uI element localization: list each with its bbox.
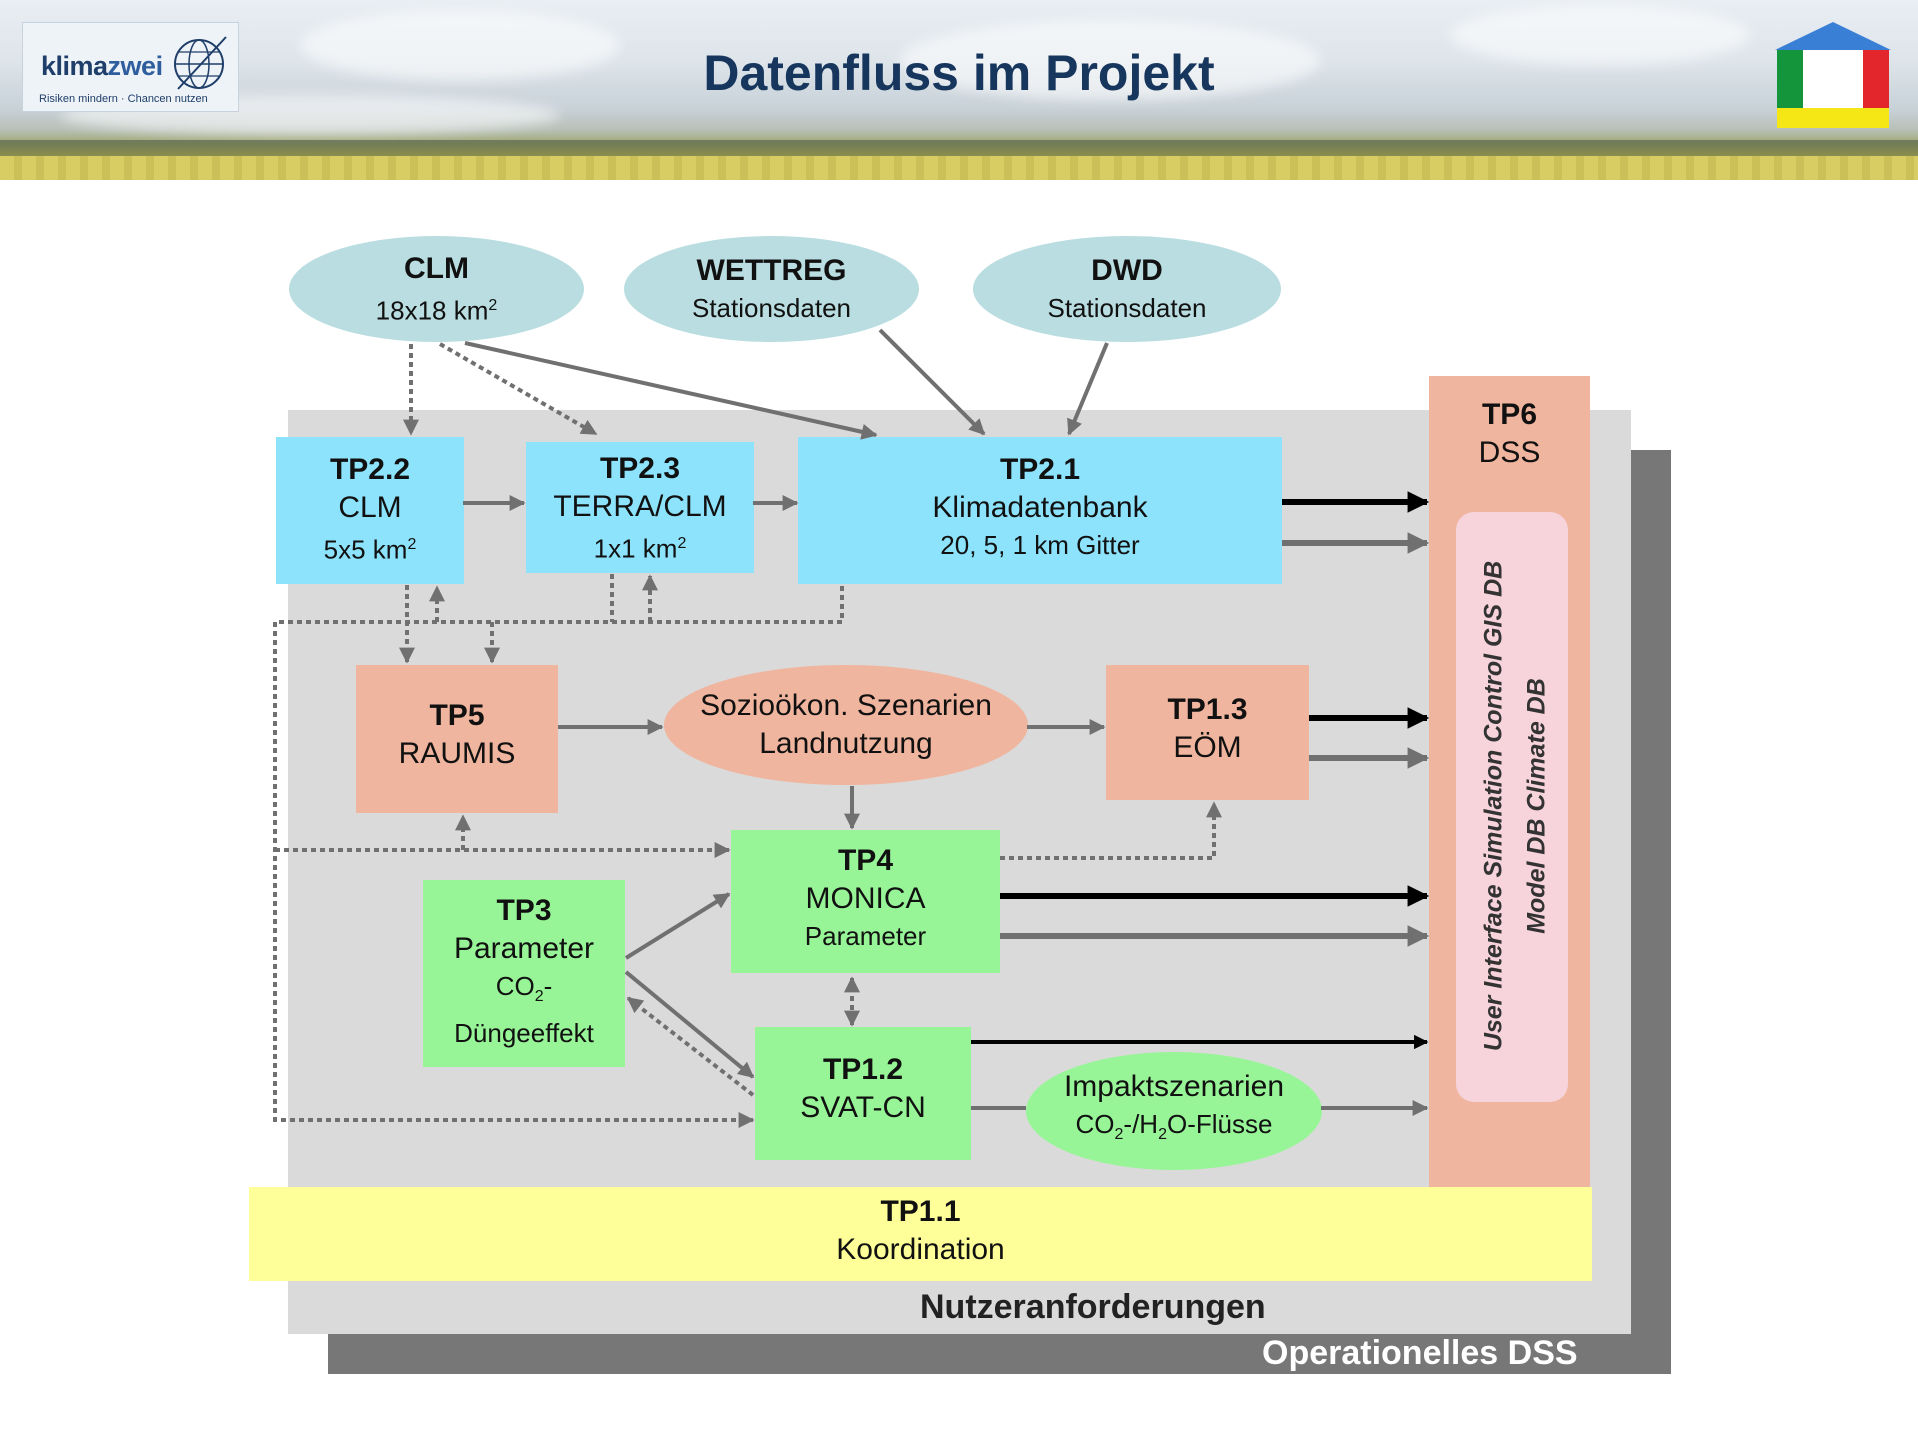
page-title: Datenfluss im Projekt <box>703 45 1215 101</box>
dwd-source-title: DWD <box>1091 254 1163 287</box>
impact-line1: Impaktszenarien <box>1063 1070 1285 1104</box>
cloud <box>300 10 620 80</box>
layer-user-requirements-label: Nutzeranforderungen <box>920 1288 1266 1326</box>
tp23-name: TERRA/CLM <box>553 490 727 523</box>
tp4-monica-box[interactable]: TP4 MONICA Parameter <box>731 830 1000 973</box>
tp6-name: DSS <box>1478 436 1541 469</box>
dwd-source-sub: Stationsdaten <box>1047 293 1207 323</box>
dss-components-panel <box>1456 512 1568 1102</box>
tp3-id: TP3 <box>496 894 552 927</box>
layer-operational-dss-label: Operationelles DSS <box>1262 1334 1578 1372</box>
outputs-to-dss <box>971 491 1430 1050</box>
tp13-name: EÖM <box>1173 731 1242 764</box>
socioeconomic-scenarios-ellipse[interactable]: Sozioökon. Szenarien Landnutzung <box>664 665 1028 785</box>
tp5-id: TP5 <box>429 699 485 732</box>
wettreg-source-sub: Stationsdaten <box>691 293 851 323</box>
arrow-tp3-to-tp12 <box>624 970 755 1079</box>
impact-fluxes: CO2-/H2O-Flüsse <box>1075 1109 1273 1144</box>
dotted-flow-arrows <box>273 342 1222 1128</box>
tp11-name: Koordination <box>836 1233 1005 1266</box>
tp21-name: Klimadatenbank <box>932 491 1148 524</box>
cloud <box>1450 5 1750 65</box>
solid-flow-arrows <box>463 328 1429 1116</box>
tp22-clm-box[interactable]: TP2.2 CLM 5x5 km2 <box>276 437 464 584</box>
tp5-name: RAUMIS <box>398 737 516 770</box>
wettreg-source-ellipse[interactable]: WETTREG Stationsdaten <box>624 236 919 342</box>
tp4-sub: Parameter <box>804 921 927 951</box>
tree-line <box>0 140 1918 158</box>
header-banner: klimazwei Risiken mindern · Chancen nutz… <box>0 0 1918 180</box>
globe-icon <box>174 36 227 90</box>
tp5-raumis-box[interactable]: TP5 RAUMIS <box>356 665 558 813</box>
tp3-duengeeffekt: Düngeeffekt <box>454 1018 594 1049</box>
arrow-wettreg-to-tp21 <box>878 328 986 436</box>
wettreg-source-title: WETTREG <box>696 254 847 287</box>
tp12-svat-cn-box[interactable]: TP1.2 SVAT-CN <box>755 1027 971 1160</box>
tp3-co2: CO2- <box>495 971 553 1006</box>
logo-wordmark: klimazwei <box>41 51 163 81</box>
loop-tp21-to-tp12 <box>273 586 844 1128</box>
tp3-name: Parameter <box>453 932 595 965</box>
tp13-id: TP1.3 <box>1167 693 1248 726</box>
impact-scenarios-ellipse[interactable]: Impaktszenarien CO2-/H2O-Flüsse <box>1026 1052 1322 1170</box>
tp3-parameter-box[interactable]: TP3 Parameter CO2- Düngeeffekt <box>423 880 625 1067</box>
dwd-source-ellipse[interactable]: DWD Stationsdaten <box>973 236 1281 342</box>
socio-line1: Sozioökon. Szenarien <box>700 689 992 722</box>
tp11-coordination-box[interactable]: TP1.1 Koordination <box>249 1187 1592 1281</box>
arrow-clm-to-tp21 <box>464 341 878 440</box>
tp12-name: SVAT-CN <box>800 1091 926 1124</box>
arrow-tp4-to-tp13 <box>1000 801 1222 860</box>
clm-source-title: CLM <box>404 251 469 285</box>
tp12-id: TP1.2 <box>822 1053 904 1086</box>
tp21-grid: 20, 5, 1 km Gitter <box>940 530 1140 560</box>
tp13-eom-box[interactable]: TP1.3 EÖM <box>1106 665 1309 800</box>
tp23-resolution: 1x1 km2 <box>593 533 687 564</box>
arrow-tp12-to-tp3 <box>626 996 755 1097</box>
tp22-resolution: 5x5 km2 <box>323 534 417 565</box>
arrow-clm-to-tp23 <box>439 342 598 436</box>
tp4-name: MONICA <box>805 882 926 915</box>
tp4-id: TP4 <box>837 844 894 877</box>
tp11-id: TP1.1 <box>880 1195 961 1228</box>
arrow-tp3-to-tp4 <box>624 892 731 960</box>
tp23-id: TP2.3 <box>599 452 681 485</box>
tp6-id: TP6 <box>1481 398 1538 431</box>
clm-source-ellipse[interactable]: CLM 18x18 km2 <box>289 236 584 342</box>
tp22-id: TP2.2 <box>329 453 411 486</box>
tp21-klimadatenbank-box[interactable]: TP2.1 Klimadatenbank 20, 5, 1 km Gitter <box>798 437 1282 584</box>
clm-source-resolution: 18x18 km2 <box>375 295 498 326</box>
klimazwei-logo[interactable]: klimazwei Risiken mindern · Chancen nutz… <box>22 22 239 112</box>
tp21-id: TP2.1 <box>999 453 1081 486</box>
tp23-terra-clm-box[interactable]: TP2.3 TERRA/CLM 1x1 km2 <box>526 442 754 573</box>
tp22-name: CLM <box>338 491 402 524</box>
field <box>0 156 1918 180</box>
house-logo-icon <box>1775 22 1891 128</box>
logo-tagline: Risiken mindern · Chancen nutzen <box>39 93 208 105</box>
arrow-dwd-to-tp21 <box>1067 342 1109 436</box>
socio-line2: Landnutzung <box>759 727 933 760</box>
cloud <box>900 20 1320 100</box>
